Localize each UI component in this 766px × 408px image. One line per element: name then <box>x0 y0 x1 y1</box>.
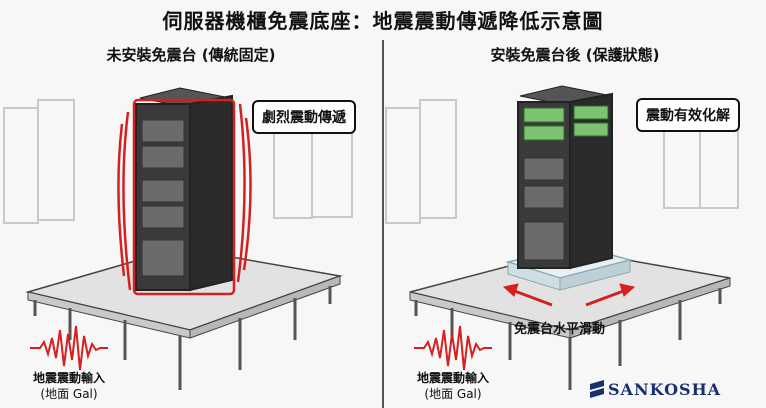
divider <box>382 40 384 408</box>
right-input-sub: (地面 Gal) <box>424 387 482 401</box>
background-racks <box>3 99 739 224</box>
right-input-label: 地震震動輸入 (地面 Gal) <box>398 370 508 402</box>
left-seismic-wave <box>30 325 108 371</box>
left-callout-bubble: 劇烈震動傳遞 <box>252 100 356 134</box>
right-heading: 安裝免震台後 (保護狀態) <box>490 46 660 64</box>
slide-label: 免震台水平滑動 <box>514 322 606 337</box>
sankosha-logo: SANKOSHA <box>608 380 722 399</box>
right-seismic-wave <box>414 325 492 371</box>
left-heading: 未安裝免震台 (傳統固定) <box>106 46 276 64</box>
sankosha-logo-mark <box>590 380 604 398</box>
right-callout-bubble: 震動有效化解 <box>636 98 740 132</box>
page-title: 伺服器機櫃免震底座：地震震動傳遞降低示意圖 <box>162 9 604 33</box>
right-server-rack <box>517 85 613 270</box>
left-input-title: 地震震動輸入 <box>32 371 105 385</box>
right-raised-floor <box>409 245 731 390</box>
left-input-sub: (地面 Gal) <box>40 387 98 401</box>
right-input-title: 地震震動輸入 <box>416 371 489 385</box>
left-server-rack <box>117 87 252 296</box>
left-input-label: 地震震動輸入 (地面 Gal) <box>14 370 124 402</box>
slide-arrows <box>502 283 636 307</box>
